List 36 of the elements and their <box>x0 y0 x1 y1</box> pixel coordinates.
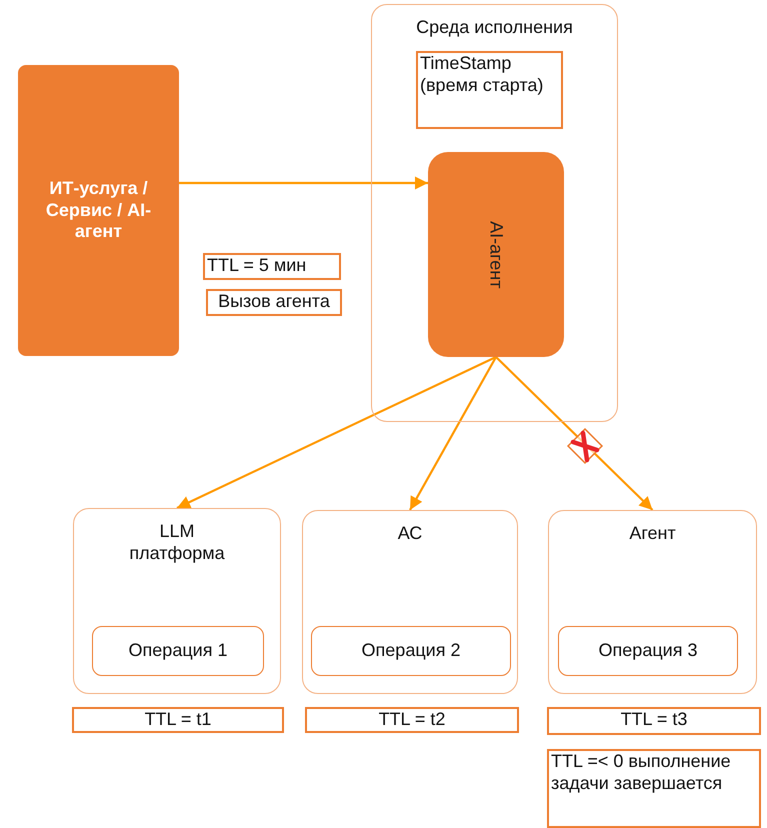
arrow <box>495 356 654 511</box>
box-text: TTL = t2 <box>378 709 446 731</box>
box-text: TTL = 5 мин <box>207 255 308 277</box>
box-text: Среда исполнения <box>415 17 574 39</box>
ttl-box <box>547 707 761 735</box>
box-text: Вызов агента <box>217 291 331 313</box>
agent-container <box>548 510 757 694</box>
box-text: AI-агент <box>486 220 507 288</box>
box-text: Операция 2 <box>362 640 460 662</box>
box-text: Операция 3 <box>598 640 698 662</box>
service-box <box>18 65 179 356</box>
operation-box <box>558 626 738 676</box>
note-box <box>547 749 761 828</box>
operation-box <box>311 626 511 676</box>
box-text: TimeStamp (время старта) <box>420 53 544 96</box>
arrow <box>179 176 428 190</box>
arrow <box>176 356 496 509</box>
ttl-box <box>72 707 284 733</box>
box-text: ИТ-услуга / Сервис / AI-агент <box>44 178 152 243</box>
platform-container <box>73 508 281 694</box>
box-text: Агент <box>628 523 677 545</box>
ttl-box <box>305 707 519 733</box>
agent-box <box>428 152 564 357</box>
timestamp-box <box>416 51 563 129</box>
box-text: Операция 1 <box>128 640 228 662</box>
box-text: TTL =< 0 выполнение задачи завершается <box>551 751 732 794</box>
operation-box <box>92 626 264 676</box>
ttl-box <box>203 253 341 280</box>
box-text: АС <box>396 523 424 545</box>
box-text: TTL = t1 <box>144 709 212 731</box>
box-text: TTL = t3 <box>620 709 688 731</box>
box-text: LLM платформа <box>128 521 226 564</box>
call-box <box>206 289 342 316</box>
arrow <box>409 356 497 511</box>
system-container <box>302 510 518 694</box>
runtime-container <box>371 4 618 422</box>
